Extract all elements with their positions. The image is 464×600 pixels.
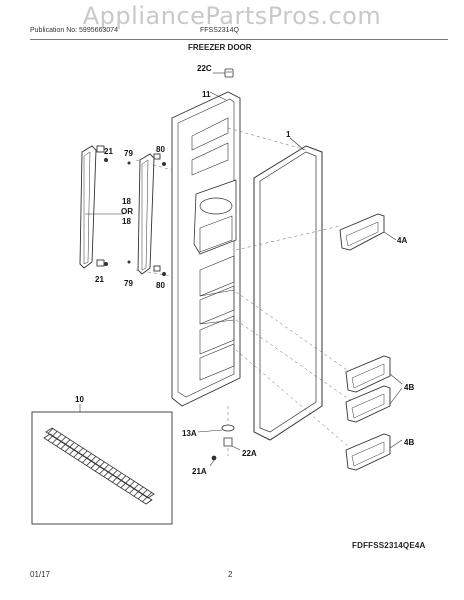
callout-door-gasket: 1: [286, 130, 291, 139]
callout-cap: 22C: [197, 64, 212, 73]
callout-hinge-22a: 22A: [242, 449, 257, 458]
header-rule: [30, 39, 448, 40]
trim-part: [43, 427, 155, 505]
callout-handle: 18: [122, 197, 131, 206]
callout-bin-top: 4A: [397, 236, 407, 245]
footer-page-number: 2: [228, 570, 233, 579]
leader-1: [289, 137, 305, 151]
callout-handle-screw-top: 21: [104, 147, 113, 156]
callout-handle-alt: 18: [122, 217, 131, 226]
callout-bin-bottom: 4B: [404, 438, 414, 447]
callout-handle-mount-bottom: 79: [124, 279, 133, 288]
page-title: FREEZER DOOR: [188, 43, 252, 52]
leader-4a: [383, 231, 397, 241]
callout-handle-cap-bottom: 80: [156, 281, 165, 290]
freezer-door-part: [171, 91, 241, 407]
leader-22a: [231, 445, 241, 451]
model-number: FFSS2314Q: [200, 27, 239, 34]
door-gasket-part: [253, 145, 323, 441]
callout-door-assembly: 11: [202, 90, 211, 99]
bin-part-bottom: [345, 433, 391, 471]
leader-4b-b: [389, 387, 403, 405]
handle-part-left: [79, 145, 105, 269]
bin-part-top: [339, 213, 385, 251]
leader-13a: [197, 429, 223, 433]
screw-parts: [104, 158, 166, 276]
callout-hinge-21a: 21A: [192, 467, 207, 476]
callout-trim: 10: [75, 395, 84, 404]
leader-11: [209, 91, 227, 101]
publication-number: Publication No: 5995663074: [30, 27, 118, 34]
watermark: AppliancePartsPros.com: [82, 2, 382, 30]
callout-handle-or: OR: [121, 207, 133, 216]
callout-bin-middle: 4B: [404, 383, 414, 392]
callout-handle-screw-bottom: 21: [95, 275, 104, 284]
handle-part-right: [137, 153, 161, 275]
bin-part-middle-a: [345, 355, 391, 393]
hinge-parts: [211, 424, 235, 461]
bin-part-middle-b: [345, 385, 391, 423]
footer-date: 01/17: [30, 570, 51, 579]
diagram-code: FDFFSS2314QE4A: [352, 541, 426, 550]
cap-part: [224, 68, 234, 78]
callout-handle-mount-top: 79: [124, 149, 133, 158]
leader-4b-a: [389, 373, 403, 385]
leader-21a: [209, 459, 215, 467]
callout-hinge-13a: 13A: [182, 429, 197, 438]
callout-handle-cap-top: 80: [156, 145, 165, 154]
projection-lines: [135, 127, 351, 456]
leader-4b-c: [389, 439, 403, 449]
